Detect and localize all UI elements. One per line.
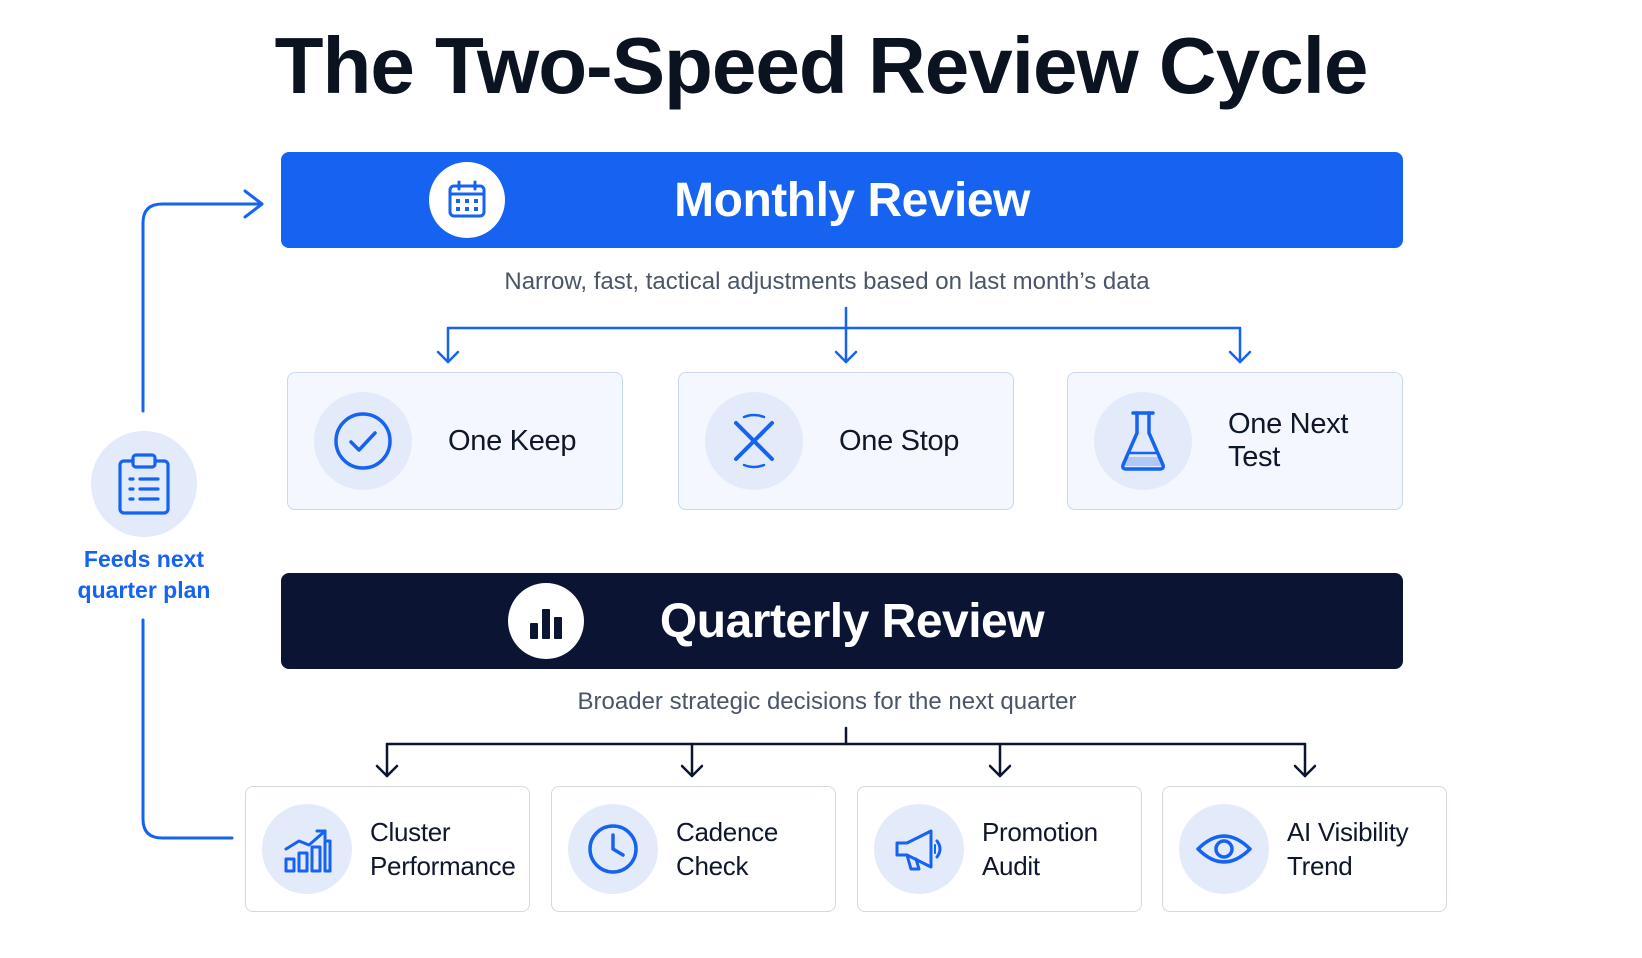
quarterly-review-title: Quarterly Review [659, 594, 1045, 648]
card-label: AI Visibility Trend [1287, 817, 1409, 881]
monthly-review-banner: Monthly Review [281, 152, 1403, 248]
clock-icon [568, 804, 658, 894]
card-ai-visibility-trend: AI Visibility Trend [1162, 786, 1447, 912]
monthly-review-subtitle: Narrow, fast, tactical adjustments based… [504, 268, 1150, 295]
flask-icon [1094, 392, 1192, 490]
clipboard-list-icon [91, 431, 197, 537]
bar-chart-icon [508, 583, 584, 659]
feedback-loop-label: Feeds next quarter plan [77, 546, 211, 603]
x-mark-icon [705, 392, 803, 490]
monthly-review-title: Monthly Review [674, 173, 1030, 227]
card-promotion-audit: Promotion Audit [857, 786, 1142, 912]
monthly-split-arrows [436, 306, 1252, 364]
card-label: Promotion Audit [982, 817, 1098, 881]
card-one-next-test: One Next Test [1067, 372, 1403, 510]
card-label: One Stop [839, 424, 960, 457]
eye-icon [1179, 804, 1269, 894]
card-label: One Next Test [1228, 408, 1349, 473]
card-label: One Keep [448, 424, 577, 457]
check-circle-icon [314, 392, 412, 490]
card-one-stop: One Stop [678, 372, 1014, 510]
growth-chart-icon [262, 804, 352, 894]
card-cluster-performance: Cluster Performance [245, 786, 530, 912]
quarterly-split-arrows [375, 726, 1317, 778]
quarterly-review-banner: Quarterly Review [281, 573, 1403, 669]
card-label: Cluster Performance [370, 817, 516, 881]
calendar-icon [429, 162, 505, 238]
card-one-keep: One Keep [287, 372, 623, 510]
card-label: Cadence Check [676, 817, 778, 881]
card-cadence-check: Cadence Check [551, 786, 836, 912]
quarterly-review-subtitle: Broader strategic decisions for the next… [577, 688, 1077, 715]
megaphone-icon [874, 804, 964, 894]
diagram-title: The Two-Speed Review Cycle [274, 21, 1369, 110]
